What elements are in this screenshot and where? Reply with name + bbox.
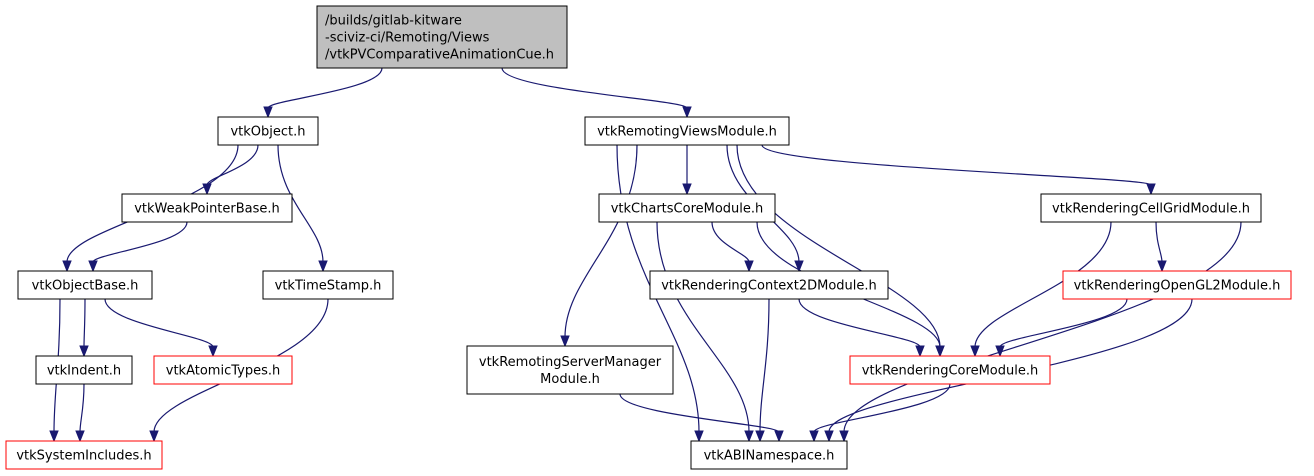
node-label: vtkObjectBase.h	[32, 279, 139, 294]
edge-vtk-rendering-context2-d-module-to-vtk-abi-namespace	[755, 298, 770, 443]
edge-vtk-remoting-views-module-to-vtk-rendering-cell-grid-module	[761, 144, 1156, 196]
node-label: vtkRenderingContext2DModule.h	[661, 279, 877, 294]
edge-vtk-rendering-cell-grid-module-to-vtk-rendering-open-gl2-module	[1155, 221, 1167, 273]
node-vtk-rendering-context2-d-module[interactable]: vtkRenderingContext2DModule.h	[649, 270, 889, 300]
node-label: vtkRenderingCoreModule.h	[862, 364, 1038, 379]
edge-vtk-rendering-open-gl2-module-to-vtk-rendering-core-module	[995, 298, 1128, 358]
node-label: vtkRemotingViewsModule.h	[597, 125, 777, 140]
edge-vtk-indent-to-vtk-system-includes	[75, 383, 85, 443]
node-root[interactable]: /builds/gitlab-kitware -sciviz-ci/Remotin…	[316, 5, 568, 69]
node-vtk-remoting-views-module[interactable]: vtkRemotingViewsModule.h	[584, 116, 790, 146]
node-label: vtkSystemIncludes.h	[16, 449, 151, 464]
node-vtk-indent[interactable]: vtkIndent.h	[35, 355, 133, 385]
node-label: vtkTimeStamp.h	[275, 279, 382, 294]
edge-vtk-weak-pointer-base-to-vtk-object-base	[88, 221, 188, 273]
edge-vtk-charts-core-module-to-vtk-rendering-context2-d-module	[711, 221, 754, 273]
edge-vtk-remoting-views-module-to-vtk-charts-core-module	[682, 145, 692, 196]
edge-vtk-rendering-cell-grid-module-to-vtk-abi-namespace	[839, 221, 1242, 443]
edge-root-to-vtk-remoting-views-module	[501, 67, 692, 119]
node-vtk-object-base[interactable]: vtkObjectBase.h	[17, 270, 153, 300]
node-label: Module.h	[540, 372, 600, 387]
node-label: vtkWeakPointerBase.h	[134, 202, 280, 217]
edge-vtk-rendering-context2-d-module-to-vtk-rendering-core-module	[798, 298, 925, 358]
node-vtk-atomic-types[interactable]: vtkAtomicTypes.h	[153, 355, 293, 385]
node-vtk-object[interactable]: vtkObject.h	[217, 116, 319, 146]
node-label: vtkRenderingCellGridModule.h	[1052, 202, 1250, 217]
node-label: vtkRenderingOpenGL2Module.h	[1074, 279, 1281, 294]
edge-vtk-charts-core-module-to-vtk-abi-namespace	[656, 221, 754, 443]
node-vtk-rendering-cell-grid-module[interactable]: vtkRenderingCellGridModule.h	[1040, 193, 1262, 223]
node-label: vtkIndent.h	[47, 364, 121, 379]
edge-vtk-rendering-core-module-to-vtk-abi-namespace	[809, 383, 951, 443]
node-label: -sciviz-ci/Remoting/Views	[325, 31, 490, 46]
edge-vtk-object-base-to-vtk-atomic-types	[104, 298, 218, 358]
node-label: /vtkPVComparativeAnimationCue.h	[325, 48, 554, 63]
edge-vtk-rendering-cell-grid-module-to-vtk-rendering-core-module	[970, 221, 1112, 358]
edge-vtk-remoting-views-module-to-vtk-remoting-server-manager-module	[560, 144, 638, 348]
node-label: vtkRemotingServerManager	[479, 355, 662, 370]
node-vtk-charts-core-module[interactable]: vtkChartsCoreModule.h	[598, 193, 776, 223]
edge-root-to-vtk-object	[263, 67, 383, 119]
node-label: vtkABINamespace.h	[704, 449, 835, 464]
node-vtk-system-includes[interactable]: vtkSystemIncludes.h	[5, 440, 163, 470]
edge-vtk-object-to-vtk-time-stamp	[277, 144, 328, 273]
edge-vtk-remoting-server-manager-module-to-vtk-abi-namespace	[619, 393, 784, 443]
node-vtk-rendering-core-module[interactable]: vtkRenderingCoreModule.h	[849, 355, 1051, 385]
node-label: /builds/gitlab-kitware	[325, 14, 462, 29]
edge-vtk-object-to-vtk-weak-pointer-base	[202, 144, 259, 196]
node-vtk-rendering-open-gl2-module[interactable]: vtkRenderingOpenGL2Module.h	[1062, 270, 1292, 300]
node-label: vtkObject.h	[230, 125, 305, 140]
node-vtk-time-stamp[interactable]: vtkTimeStamp.h	[262, 270, 394, 300]
edge-vtk-object-base-to-vtk-indent	[79, 298, 89, 358]
node-vtk-abi-namespace[interactable]: vtkABINamespace.h	[690, 440, 848, 470]
node-label: vtkAtomicTypes.h	[166, 364, 280, 379]
node-label: vtkChartsCoreModule.h	[611, 202, 764, 217]
node-vtk-weak-pointer-base[interactable]: vtkWeakPointerBase.h	[121, 193, 293, 223]
